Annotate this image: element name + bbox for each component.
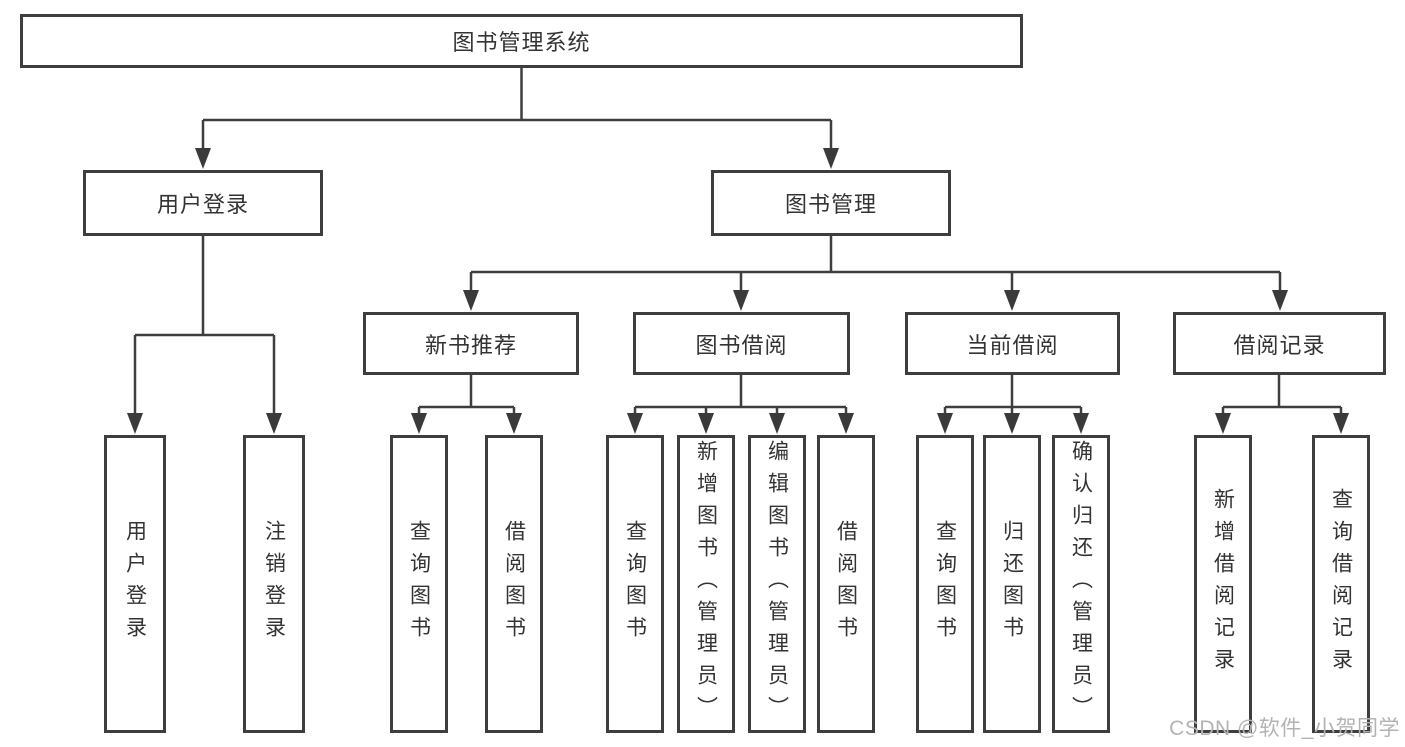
node-borrowing-records: 借阅记录 [1173, 312, 1386, 375]
connector-user-login-to-leaves [127, 236, 282, 434]
node-book-management: 图书管理 [711, 170, 951, 236]
leaf-borrow-books: 借阅图书 [817, 435, 875, 733]
leaf-add-book-admin: 新增图书（管理员） [677, 435, 735, 733]
connector-new-book-to-leaves [411, 375, 522, 434]
connector-current-borrowing-to-leaves [937, 375, 1089, 434]
node-library-management-system: 图书管理系统 [20, 14, 1023, 68]
leaf-user-login: 用户登录 [104, 435, 166, 733]
connector-book-management-to-level3 [463, 236, 1288, 311]
connector-book-borrowing-to-leaves [627, 375, 854, 434]
leaf-query-books: 查询图书 [916, 435, 974, 733]
connector-root-to-level2 [195, 68, 839, 169]
node-current-borrowing: 当前借阅 [905, 312, 1120, 375]
connector-borrow-records-to-leaves [1215, 375, 1349, 434]
leaf-query-books: 查询图书 [390, 435, 448, 733]
node-book-borrowing: 图书借阅 [633, 312, 850, 375]
node-user-login: 用户登录 [83, 170, 323, 236]
leaf-add-borrow-record: 新增借阅记录 [1194, 435, 1252, 733]
leaf-edit-book-admin: 编辑图书（管理员） [748, 435, 806, 733]
leaf-borrow-books: 借阅图书 [485, 435, 543, 733]
leaf-logout: 注销登录 [243, 435, 305, 733]
node-new-book-recommendation: 新书推荐 [363, 312, 579, 375]
leaf-query-borrow-record: 查询借阅记录 [1312, 435, 1370, 733]
leaf-query-books: 查询图书 [606, 435, 664, 733]
watermark: CSDN @软件_小贺同学 [1169, 717, 1400, 740]
leaf-confirm-return-admin: 确认归还（管理员） [1052, 435, 1110, 733]
leaf-return-books: 归还图书 [983, 435, 1041, 733]
